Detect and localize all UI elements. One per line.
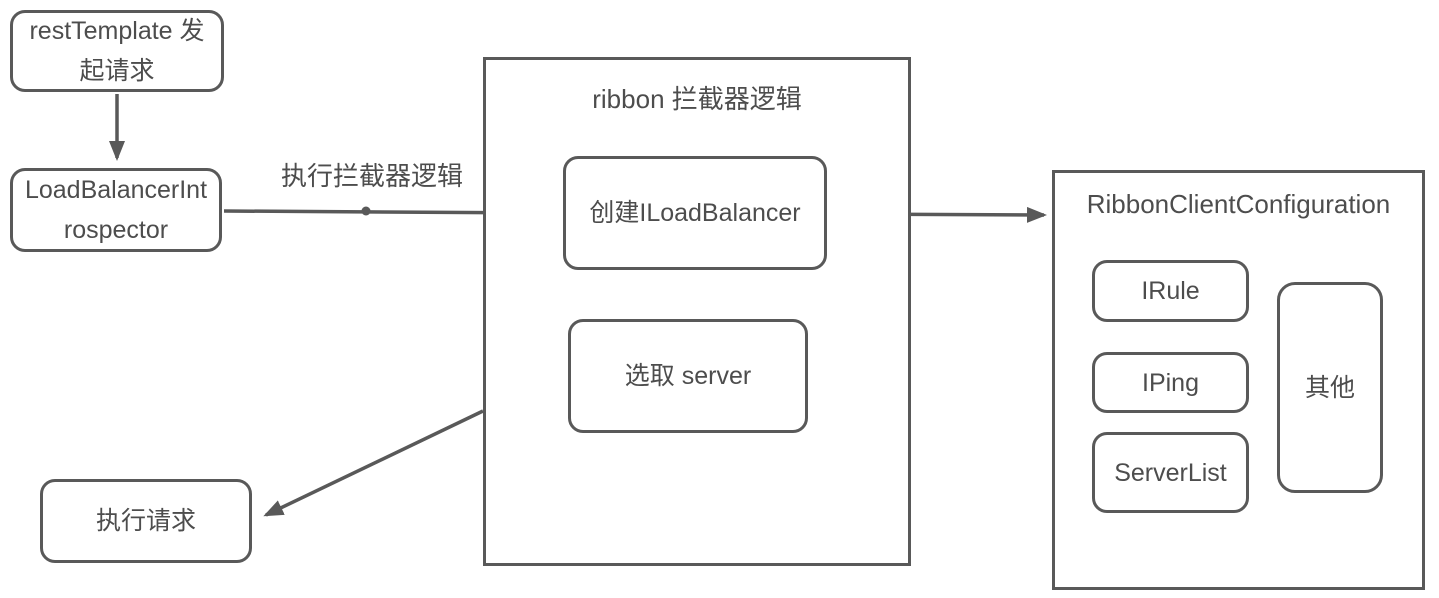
node-serverlist: ServerList [1092, 432, 1249, 513]
container-ribbon-interceptor-logic: ribbon 拦截器逻辑 [483, 57, 911, 566]
node-iping: IPing [1092, 352, 1249, 413]
node-irule: IRule [1092, 260, 1249, 322]
edge-ribbon-to-execute [263, 409, 484, 517]
edge-label-interceptor: 执行拦截器逻辑 [280, 161, 463, 191]
node-execute-request: 执行请求 [40, 479, 252, 563]
node-create-iloadbalancer: 创建ILoadBalancer [563, 156, 827, 270]
container-ribbon-title: ribbon 拦截器逻辑 [592, 84, 802, 114]
node-rest-template-request: restTemplate 发起请求 [10, 10, 224, 92]
container-config-title: RibbonClientConfiguration [1086, 189, 1391, 219]
node-other: 其他 [1277, 282, 1383, 493]
node-load-balancer-introspector: LoadBalancerIntrospector [10, 168, 222, 252]
node-select-server: 选取 server [568, 319, 808, 433]
edge-waypoint-dot [361, 206, 371, 216]
